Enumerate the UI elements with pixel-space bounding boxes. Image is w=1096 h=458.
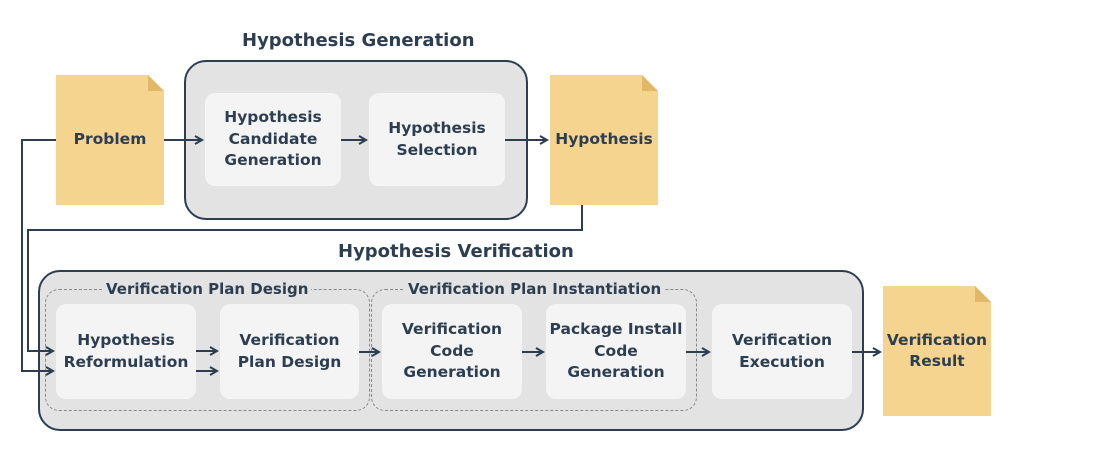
problem-document-fold	[148, 75, 164, 91]
verification-code-generation-box: Verification Code Generation	[382, 304, 522, 399]
problem-document: Problem	[56, 75, 164, 205]
hypothesis-verification-title: Hypothesis Verification	[338, 241, 574, 262]
verification-result-document-fold	[975, 286, 991, 302]
hypothesis-candidate-generation-box: Hypothesis Candidate Generation	[205, 93, 341, 186]
hypothesis-document-fold	[642, 75, 658, 91]
hypothesis-document: Hypothesis	[550, 75, 658, 205]
hypothesis-selection-box: Hypothesis Selection	[369, 93, 505, 186]
verification-execution-box: Verification Execution	[712, 304, 852, 399]
hypothesis-generation-title: Hypothesis Generation	[242, 30, 475, 51]
verification-plan-design-box: Verification Plan Design	[220, 304, 359, 399]
verification-plan-instantiation-group-label: Verification Plan Instantiation	[405, 280, 665, 298]
package-install-code-generation-box: Package Install Code Generation	[546, 304, 686, 399]
hypothesis-reformulation-box: Hypothesis Reformulation	[56, 304, 196, 399]
verification-plan-design-group-label: Verification Plan Design	[103, 280, 312, 298]
verification-result-document: Verification Result	[883, 286, 991, 416]
